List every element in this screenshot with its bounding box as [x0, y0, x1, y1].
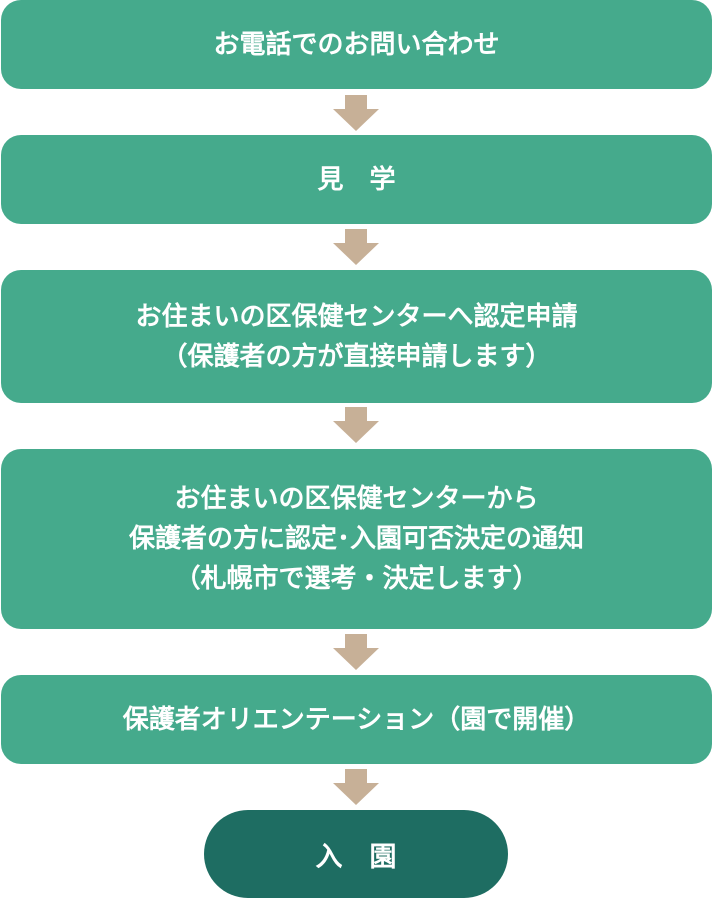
step-text-line-2: 保護者の方に認定･入園可否決定の通知 — [128, 524, 584, 554]
step-text: お電話でのお問い合わせ — [213, 29, 500, 60]
down-arrow-icon — [333, 229, 379, 265]
down-arrow-icon — [333, 769, 379, 805]
step-text-line-3: （札幌市で選考・決定します） — [174, 564, 539, 594]
step-text-line-2: （保護者の方が直接申請します） — [161, 341, 552, 372]
flow-step-visit: 見 学 — [1, 135, 712, 224]
step-text-line-1: お住まいの区保健センターから — [174, 484, 539, 514]
flow-step-notification: お住まいの区保健センターから 保護者の方に認定･入園可否決定の通知 （札幌市で選… — [1, 449, 712, 629]
flow-step-enrollment: 入 園 — [204, 810, 508, 898]
step-text: 見 学 — [317, 164, 396, 195]
final-step-text: 入 園 — [315, 841, 397, 873]
flow-step-certification-application: お住まいの区保健センターへ認定申請 （保護者の方が直接申請します） — [1, 270, 712, 403]
step-text-line-1: お住まいの区保健センターへ認定申請 — [135, 301, 578, 332]
down-arrow-icon — [333, 407, 379, 443]
flow-step-orientation: 保護者オリエンテーション（園で開催） — [1, 675, 712, 764]
down-arrow-icon — [333, 634, 379, 670]
step-text: 保護者オリエンテーション（園で開催） — [122, 704, 591, 735]
flow-step-phone-inquiry: お電話でのお問い合わせ — [1, 0, 712, 89]
down-arrow-icon — [333, 95, 379, 131]
